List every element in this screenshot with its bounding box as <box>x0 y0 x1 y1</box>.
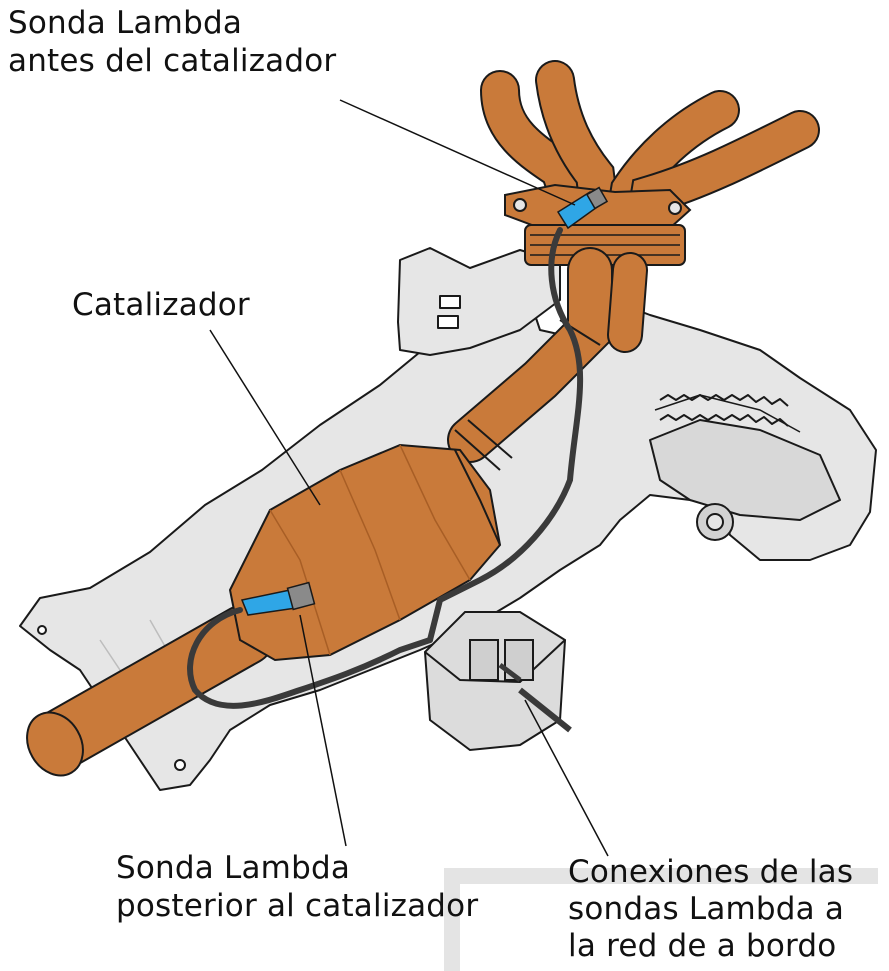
label-post-cat-line-1: Sonda Lambda <box>116 849 478 887</box>
label-pre-cat-sensor: Sonda Lambda antes del catalizador <box>8 4 336 80</box>
label-pre-cat-line-1: Sonda Lambda <box>8 4 336 42</box>
connector-box <box>425 612 570 750</box>
label-pre-cat-line-2: antes del catalizador <box>8 42 336 80</box>
label-post-cat-line-2: posterior al catalizador <box>116 887 478 925</box>
label-connections-line-2: sondas Lambda a <box>568 891 853 928</box>
label-catalyst-text: Catalizador <box>72 286 250 324</box>
label-connections-line-3: la red de a bordo <box>568 928 853 965</box>
label-post-cat-sensor: Sonda Lambda posterior al catalizador <box>116 849 478 925</box>
label-catalyst: Catalizador <box>72 286 250 324</box>
label-connections-line-1: Conexiones de las <box>568 854 853 891</box>
label-connections: Conexiones de las sondas Lambda a la red… <box>568 854 853 965</box>
